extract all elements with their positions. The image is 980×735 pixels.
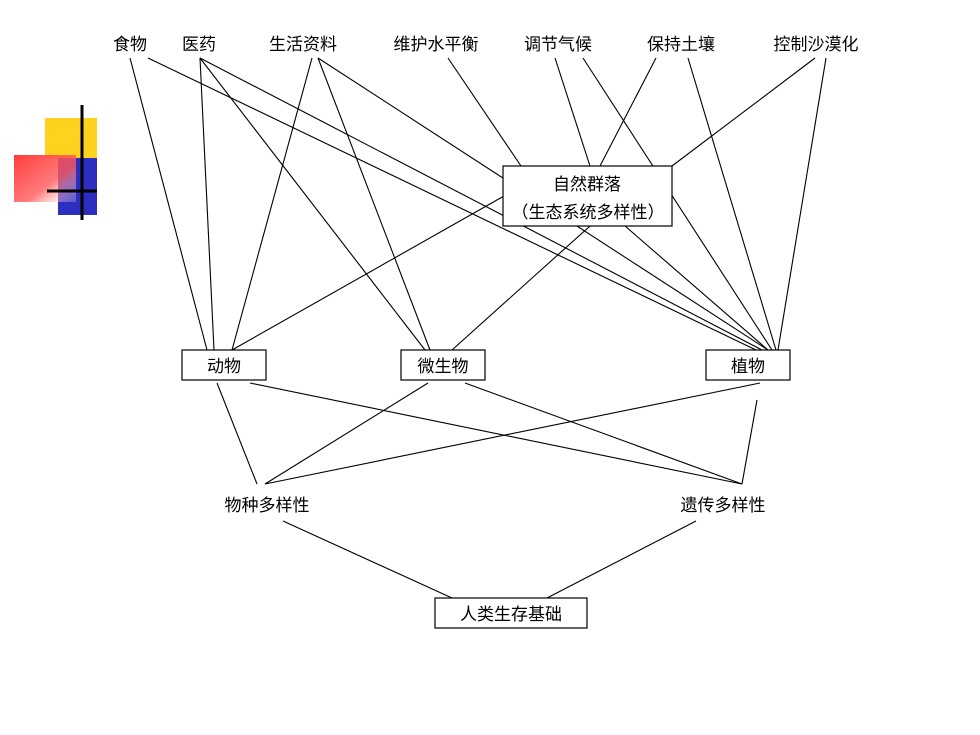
edge-goods-microbe bbox=[317, 57, 431, 351]
community-subtitle: （生态系统多样性） bbox=[512, 203, 665, 223]
microbe-box bbox=[400, 349, 486, 381]
edge-food-plant bbox=[147, 57, 757, 351]
animal-box bbox=[181, 349, 267, 381]
edge-medicine-microbe bbox=[199, 57, 426, 351]
genetic-diversity-label: 遗传多样性 bbox=[681, 496, 766, 516]
top-label-living-goods: 生活资料 bbox=[269, 35, 337, 55]
animal-label: 动物 bbox=[207, 357, 241, 377]
top-labels: 食物 医药 生活资料 维护水平衡 调节气候 保持土壤 控制沙漠化 bbox=[113, 34, 859, 55]
base-label: 人类生存基础 bbox=[460, 605, 562, 625]
edge-climate-plant bbox=[582, 57, 773, 351]
top-label-food: 食物 bbox=[113, 35, 147, 55]
edge-medicine-animal bbox=[199, 57, 215, 351]
logo-yellow-square bbox=[45, 118, 97, 158]
top-label-medicine: 医药 bbox=[182, 35, 216, 55]
edge-climate-community bbox=[554, 57, 591, 167]
edge-microbe-genetic bbox=[464, 382, 743, 485]
edge-microbe-species bbox=[264, 382, 429, 485]
edge-desert-plant bbox=[777, 57, 827, 351]
top-label-soil: 保持土壤 bbox=[647, 34, 715, 55]
edge-community-animal bbox=[231, 195, 505, 351]
edge-medicine-plant bbox=[199, 57, 763, 351]
community-node: 自然群落 （生态系统多样性） bbox=[502, 165, 673, 227]
edge-species-base bbox=[282, 520, 453, 599]
edge-goods-animal bbox=[231, 57, 313, 351]
edge-plant-species bbox=[264, 382, 761, 485]
edge-food-animal bbox=[129, 57, 208, 351]
edge-water-community bbox=[447, 57, 522, 167]
plant-box bbox=[705, 349, 791, 381]
top-label-water-balance: 维护水平衡 bbox=[394, 35, 479, 55]
edge-animal-genetic bbox=[249, 382, 743, 485]
plant-label: 植物 bbox=[731, 357, 765, 377]
logo-red-square bbox=[14, 155, 76, 202]
edge-animal-species bbox=[216, 382, 258, 485]
base-node: 人类生存基础 bbox=[434, 597, 588, 629]
base-box bbox=[434, 597, 588, 629]
organism-nodes: 动物 微生物 植物 bbox=[181, 349, 791, 381]
edge-plant-genetic bbox=[741, 399, 758, 485]
edge-soil-community bbox=[599, 57, 657, 167]
diversity-nodes: 物种多样性 遗传多样性 bbox=[225, 496, 766, 516]
top-label-desert: 控制沙漠化 bbox=[774, 35, 859, 55]
decorative-logo-icon bbox=[14, 105, 97, 220]
microbe-label: 微生物 bbox=[418, 357, 469, 377]
species-diversity-label: 物种多样性 bbox=[225, 496, 310, 516]
edge-desert-community bbox=[671, 57, 816, 167]
connection-lines bbox=[129, 57, 827, 599]
community-box bbox=[502, 165, 673, 227]
edge-community-microbe bbox=[451, 225, 591, 351]
edge-soil-plant bbox=[687, 57, 777, 351]
edge-community-plant bbox=[624, 225, 769, 351]
edge-genetic-base bbox=[546, 520, 697, 599]
community-title: 自然群落 bbox=[553, 175, 621, 195]
top-label-climate: 调节气候 bbox=[524, 35, 592, 55]
